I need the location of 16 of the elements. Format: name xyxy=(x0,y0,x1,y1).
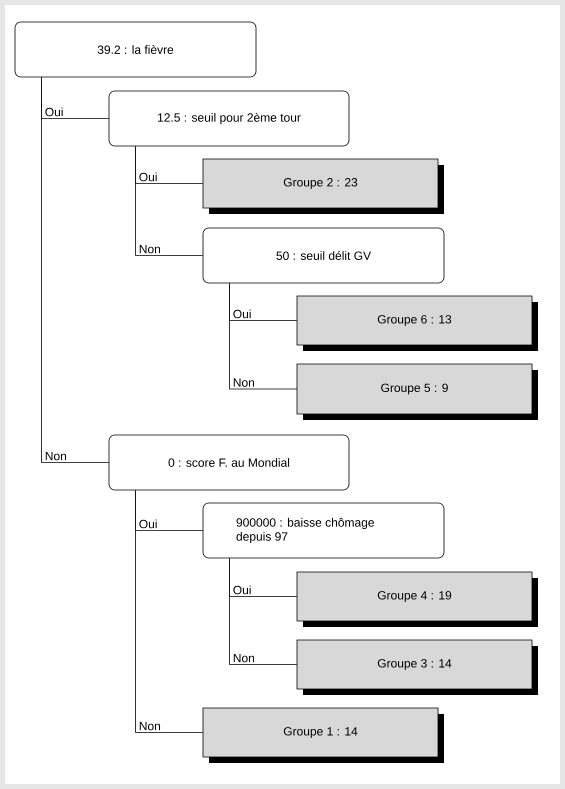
decision-box: 0 : score F. au Mondial xyxy=(108,434,350,490)
connector xyxy=(135,146,203,256)
leaf-box: Groupe 6 : 13 xyxy=(296,296,538,351)
decision-box: 39.2 : la fièvre xyxy=(14,22,256,78)
decision-box: 50 : seuil délit GV xyxy=(202,228,444,284)
leaf-box: Groupe 1 : 14 xyxy=(202,708,444,763)
leaf-box: Groupe 2 : 23 xyxy=(202,158,444,214)
decision-box: 900000 : baisse chômage depuis 97 xyxy=(202,502,444,558)
leaf-box: Groupe 5 : 9 xyxy=(296,364,538,420)
leaf-box: Groupe 4 : 19 xyxy=(296,572,538,627)
connector xyxy=(229,283,297,390)
decision-box: 12.5 : seuil pour 2ème tour xyxy=(108,90,350,146)
connector xyxy=(229,558,297,665)
leaf-box: Groupe 3 : 14 xyxy=(296,640,538,695)
connector xyxy=(41,77,109,463)
connector xyxy=(135,490,203,733)
